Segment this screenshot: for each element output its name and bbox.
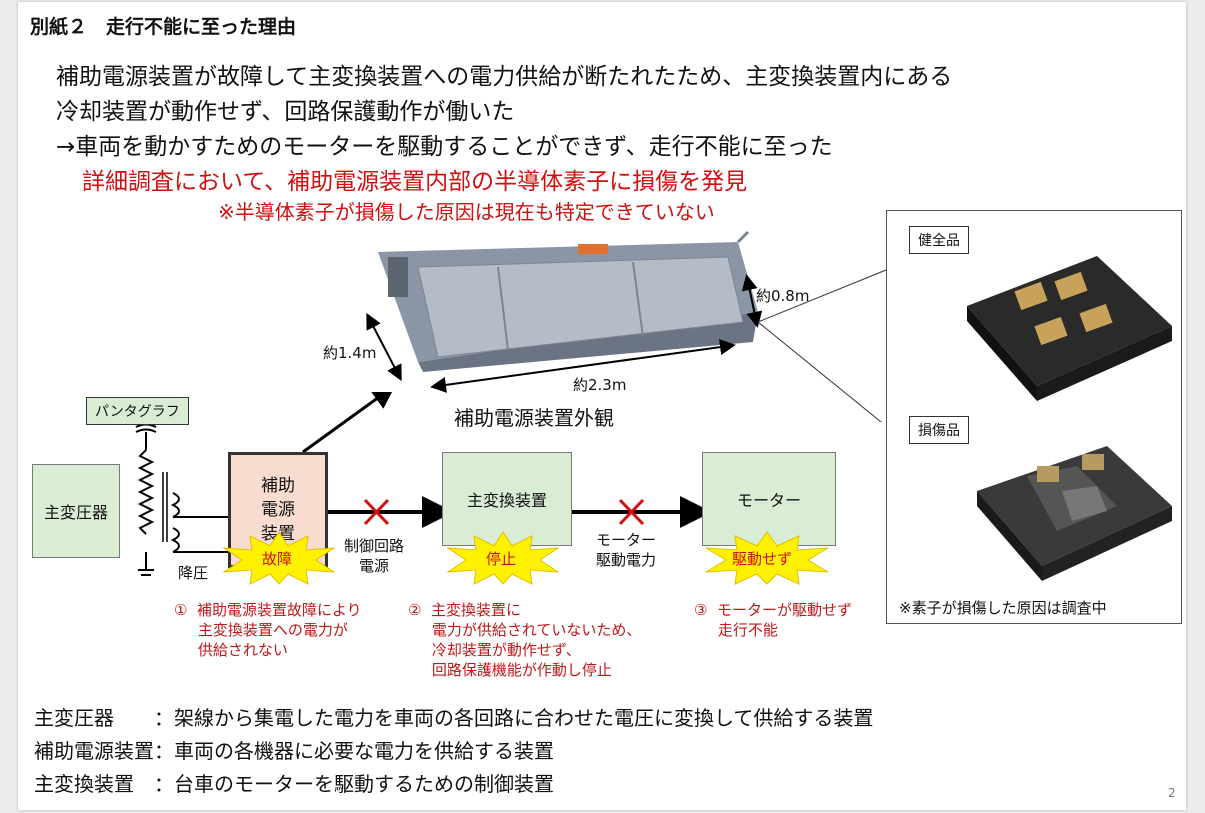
motor-box: モーター [702,452,836,546]
main-transformer-box: 主変圧器 [32,464,120,558]
definition-row: 主変換装置 ：台車のモーターを駆動するための制御装置 [34,768,554,797]
definition-term: 主変圧器 [34,706,154,730]
step-down-label: 降圧 [178,564,209,582]
note-2: ② 主変換装置に 電力が供給されていないため、 冷却装置が動作せず、 回路保護機… [408,601,642,679]
stop-burst-icon [446,531,560,585]
healthy-label: 健全品 [909,226,969,254]
finding-text: 詳細調査において、補助電源装置内部の半導体素子に損傷を発見 [82,169,748,195]
finding-note: ※半導体素子が損傷した原因は現在も特定できていない [218,200,715,224]
damaged-label: 損傷品 [909,416,969,444]
slide: 別紙２ 走行不能に至った理由 補助電源装置が故障して主変換装置への電力供給が断た… [18,2,1186,810]
definition-term: 補助電源装置 [34,739,154,763]
definition-desc: ：台車のモーターを駆動するための制御装置 [154,772,554,796]
element-note: ※素子が損傷した原因は調査中 [899,599,1107,617]
definition-row: 主変圧器 ：架線から集電した電力を車両の各回路に合わせた電圧に変換して供給する装… [34,702,873,731]
page-title: 別紙２ 走行不能に至った理由 [30,16,297,38]
summary-line-2: 冷却装置が動作せず、回路保護動作が働いた [56,99,515,125]
no-drive-label: 駆動せず [732,550,793,568]
fault-burst-icon [222,531,336,585]
apu-box: 補助 電源 装置 [228,452,328,568]
motor-power-label: モーター 駆動電力 [596,531,657,569]
summary-line-1: 補助電源装置が故障して主変換装置への電力供給が断たれたため、主変換装置内にある [56,64,953,90]
apu-caption: 補助電源装置外観 [454,406,614,430]
dim-width: 約2.3m [573,376,627,394]
no-drive-burst-icon [705,531,829,585]
pantograph-label: パンタグラフ [86,397,189,425]
definition-term: 主変換装置 [34,772,154,796]
summary-line-3: →車両を動かすためのモーターを駆動することができず、走行不能に至った [56,134,833,160]
circuit-diagram [135,392,712,576]
fault-label: 故障 [262,550,293,568]
stop-label: 停止 [486,550,517,568]
dimension-arrows [366,269,887,422]
healthy-element-photo [967,256,1172,401]
note-3: ③ モーターが駆動せず 走行不能 [694,601,852,639]
definition-desc: ：架線から集電した電力を車両の各回路に合わせた電圧に変換して供給する装置 [154,706,874,730]
definition-desc: ：車両の各機器に必要な電力を供給する装置 [154,739,554,763]
definition-row: 補助電源装置：車両の各機器に必要な電力を供給する装置 [34,735,554,764]
damaged-element-photo [977,446,1172,581]
element-photo-panel: 健全品 損傷品 ※素子が損傷した原因は調査中 [886,210,1182,624]
control-power-label: 制御回路 電源 [344,537,405,575]
note-1: ① 補助電源装置故障により 主変換装置への電力が 供給されない [174,601,362,659]
page-number: 2 [1168,786,1176,800]
dim-height: 約0.8m [756,287,810,305]
dim-depth: 約1.4m [323,344,377,362]
